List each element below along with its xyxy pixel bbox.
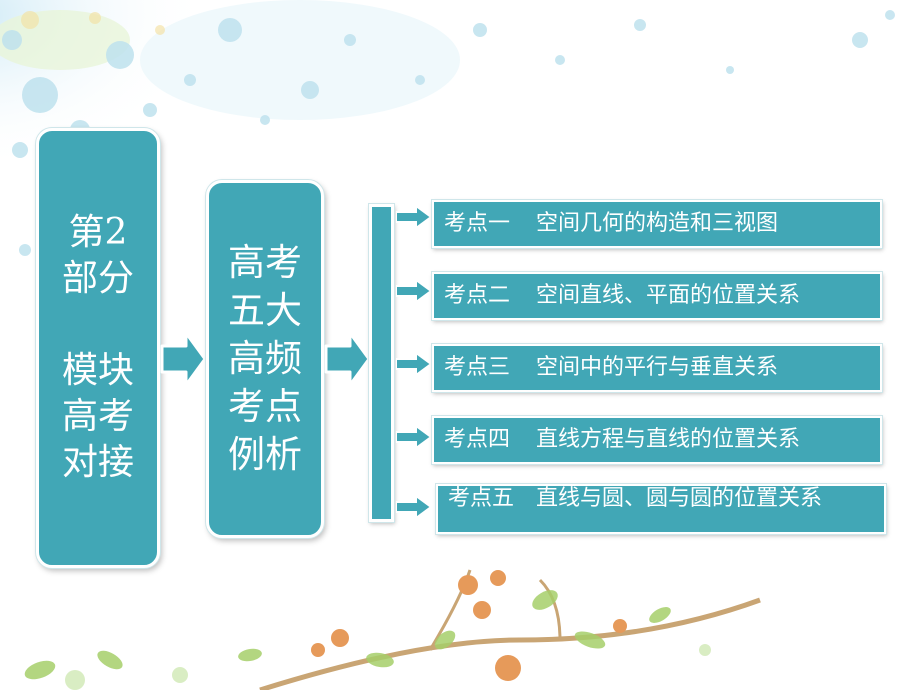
small-arrow-right-icon [396, 353, 432, 375]
section-line-3: 高频 [228, 337, 302, 380]
small-arrow-right-icon [396, 496, 432, 518]
topic-title: 空间中的平行与垂直关系 [536, 355, 779, 380]
part-title-box[interactable]: 第2 部分 模块 高考 对接 [36, 128, 160, 568]
section-line-2: 五大 [228, 289, 302, 332]
topic-box-3[interactable]: 考点三空间中的平行与垂直关系 [432, 344, 882, 392]
topic-box-2[interactable]: 考点二空间直线、平面的位置关系 [432, 272, 882, 320]
topic-title: 直线与圆、圆与圆的位置关系 [536, 486, 823, 511]
topic-title: 空间直线、平面的位置关系 [536, 283, 801, 308]
section-line-5: 例析 [228, 433, 302, 476]
arrow-right-icon [160, 331, 207, 387]
topic-title: 直线方程与直线的位置关系 [536, 427, 801, 452]
part-word: 部分 [61, 258, 134, 299]
topic-label: 考点三 [444, 355, 511, 380]
topic-label: 考点四 [444, 427, 511, 452]
part-subtitle-2: 高考 [61, 396, 134, 437]
topic-box-4[interactable]: 考点四直线方程与直线的位置关系 [432, 416, 882, 464]
section-title-box[interactable]: 高考 五大 高频 考点 例析 [206, 180, 324, 538]
topic-title: 空间几何的构造和三视图 [536, 211, 779, 236]
topic-label: 考点一 [444, 211, 511, 236]
small-arrow-right-icon [396, 426, 432, 448]
topic-box-5[interactable]: 考点五直线与圆、圆与圆的位置关系 [436, 484, 886, 534]
arrow-right-icon [324, 331, 371, 387]
topic-box-1[interactable]: 考点一空间几何的构造和三视图 [432, 200, 882, 248]
section-line-1: 高考 [228, 241, 302, 284]
section-line-4: 考点 [228, 385, 302, 428]
topic-label: 考点五 [448, 486, 515, 511]
topic-label: 考点二 [444, 283, 511, 308]
part-subtitle-3: 对接 [61, 442, 134, 483]
small-arrow-right-icon [396, 280, 432, 302]
small-arrow-right-icon [396, 206, 432, 228]
topic-bracket-bar [369, 204, 394, 522]
part-subtitle-1: 模块 [61, 350, 134, 391]
part-number: 第2 [68, 212, 128, 253]
